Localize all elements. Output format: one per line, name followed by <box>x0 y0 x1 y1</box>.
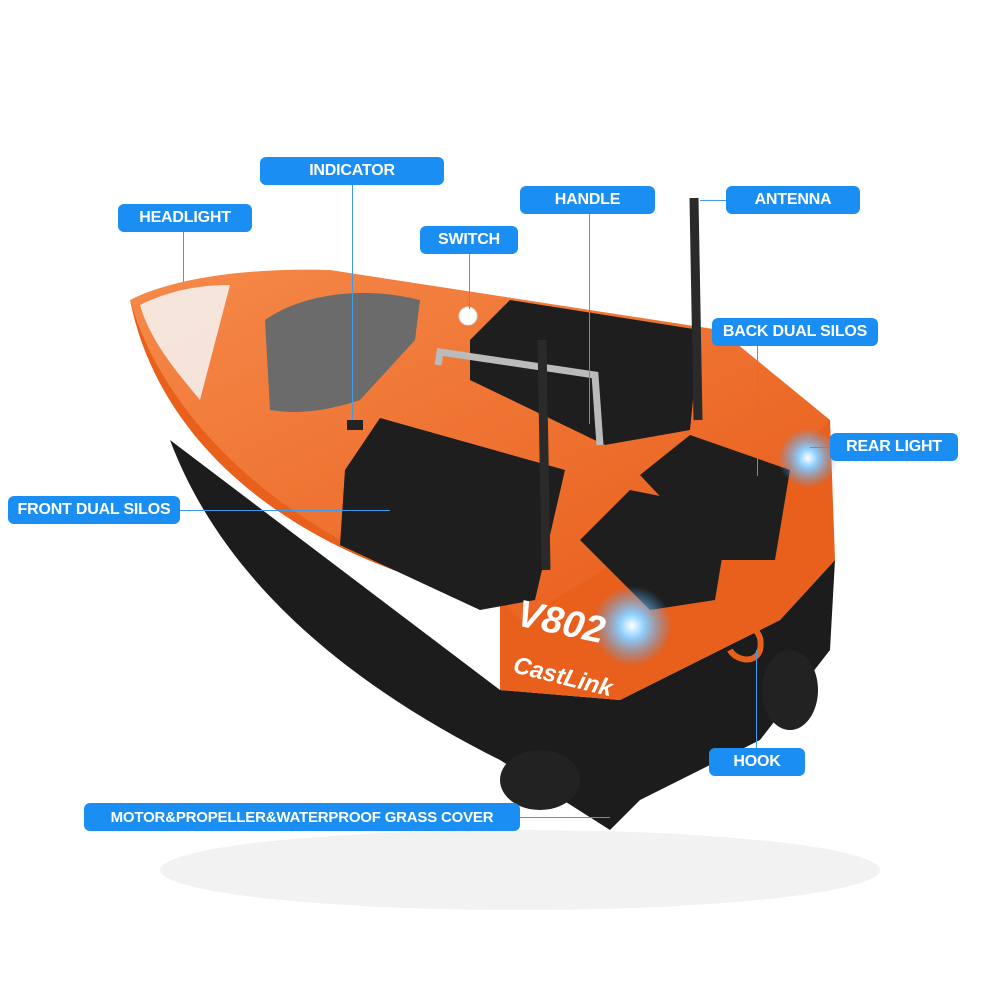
label-motor-propeller-cover: MOTOR&PROPELLER&WATERPROOF GRASS COVER <box>84 803 520 831</box>
motor-leader <box>520 817 610 818</box>
label-switch: SWITCH <box>420 226 518 254</box>
switch-button <box>458 306 478 326</box>
label-antenna: ANTENNA <box>726 186 860 214</box>
motor-housing-left <box>500 750 580 810</box>
headlight-leader <box>183 232 184 282</box>
label-headlight: HEADLIGHT <box>118 204 252 232</box>
switch-leader <box>469 254 470 309</box>
indicator-light <box>347 420 363 430</box>
shadow <box>160 830 880 910</box>
front-silos-leader <box>180 510 390 511</box>
motor-housing-right <box>762 650 818 730</box>
handle-leader <box>589 214 590 424</box>
antenna-rear <box>689 197 703 421</box>
label-indicator: INDICATOR <box>260 157 444 185</box>
label-hook: HOOK <box>709 748 805 776</box>
label-rear-light: REAR LIGHT <box>830 433 958 461</box>
handle <box>434 348 604 446</box>
hull-base <box>170 440 835 830</box>
hook <box>727 623 764 663</box>
label-front-dual-silos: FRONT DUAL SILOS <box>8 496 180 524</box>
antenna-leader <box>700 200 726 201</box>
back-silos-leader <box>757 346 758 476</box>
rear-light-leader <box>810 447 830 448</box>
label-handle: HANDLE <box>520 186 655 214</box>
back-silo-rear <box>640 435 790 560</box>
antenna-front <box>537 339 551 571</box>
label-back-dual-silos: BACK DUAL SILOS <box>712 318 878 346</box>
front-silo <box>340 418 565 610</box>
rear-light-glow-1 <box>592 586 672 666</box>
indicator-leader <box>352 185 353 420</box>
headlight-stripe <box>140 285 230 400</box>
hook-leader <box>756 650 757 748</box>
windshield <box>265 292 420 412</box>
rear-light-glow-2 <box>778 428 838 488</box>
